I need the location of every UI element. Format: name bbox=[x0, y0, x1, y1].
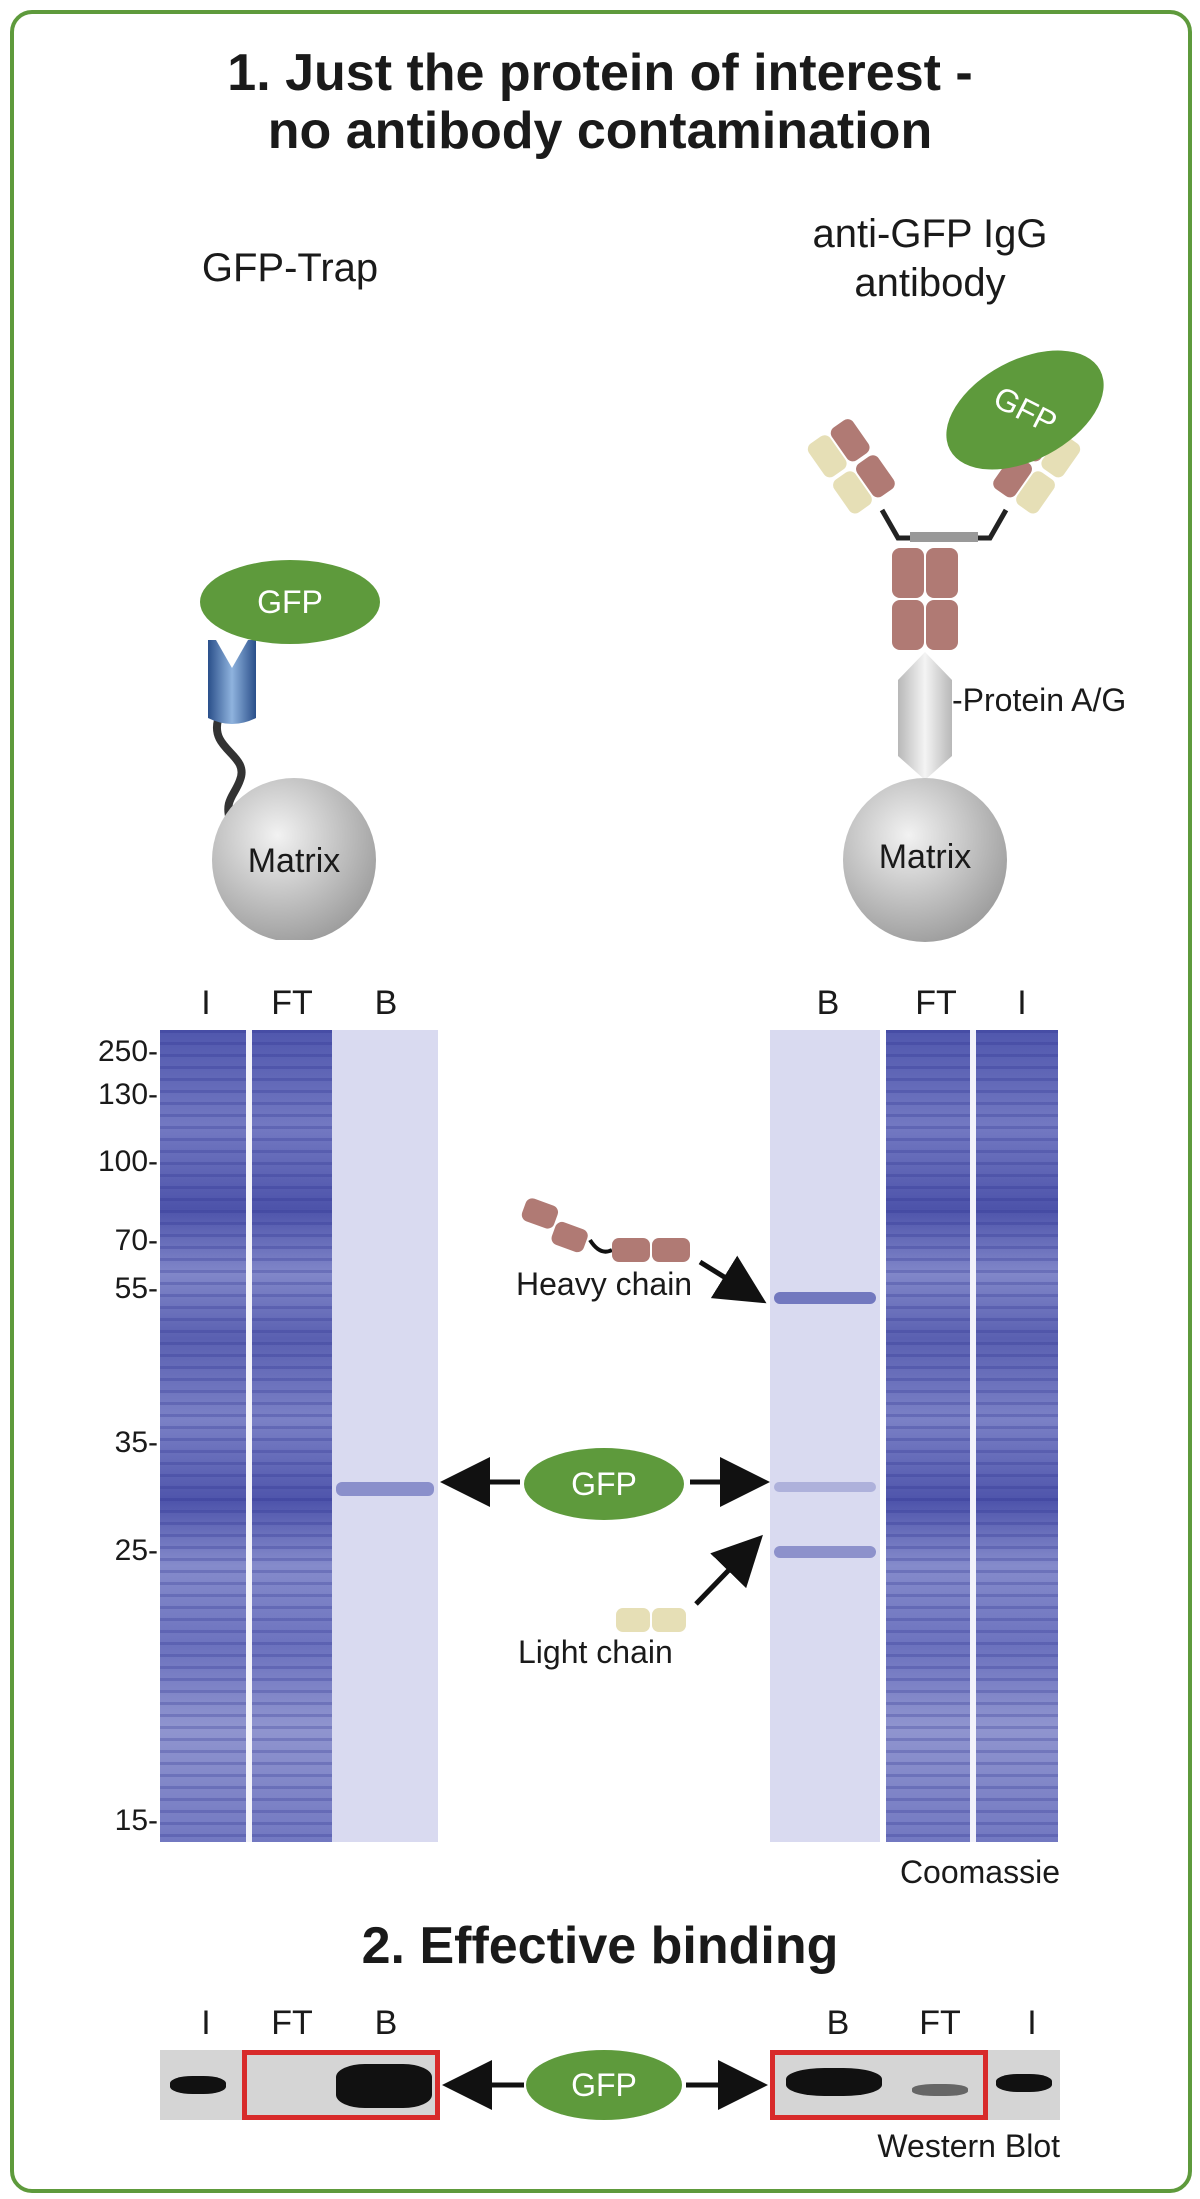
light-chain-icon bbox=[616, 1608, 650, 1632]
blot-right-lane-label: FT bbox=[919, 2004, 961, 2042]
section1-title-line2: no antibody contamination bbox=[267, 102, 933, 161]
fc-domain bbox=[892, 548, 924, 598]
gel-left-lane-flowthrough bbox=[252, 1030, 332, 1842]
heavy-chain-icon bbox=[521, 1198, 588, 1253]
blot-right-lane-label: B bbox=[826, 2004, 850, 2042]
gel-right-lane-label: FT bbox=[915, 984, 957, 1022]
heavy-chain-domain bbox=[856, 455, 895, 498]
gel-lane-gap bbox=[246, 1030, 252, 1842]
matrix-label-right: Matrix bbox=[878, 838, 972, 876]
protein-ag-label: -Protein A/G bbox=[952, 682, 1127, 718]
blot-left-input-band bbox=[170, 2076, 226, 2094]
mw-marker: 15- bbox=[114, 1804, 158, 1837]
heavy-chain-domain bbox=[652, 1238, 690, 1262]
light-chain-domain bbox=[1016, 471, 1055, 514]
light-chain-domain bbox=[1041, 435, 1081, 478]
mw-marker: 130- bbox=[97, 1078, 158, 1111]
gel-right-lane-flowthrough bbox=[886, 1030, 970, 1842]
fab-arm-left bbox=[807, 419, 895, 514]
blot-right-input-band bbox=[996, 2074, 1052, 2092]
blot-right-flowthrough-band bbox=[912, 2084, 968, 2096]
mw-marker: 250- bbox=[97, 1035, 158, 1068]
western-blot-label: Western Blot bbox=[877, 2128, 1060, 2164]
gfp-trap-schematic bbox=[208, 640, 376, 940]
protein-ag-shape bbox=[898, 652, 952, 780]
gel-right-lane-input bbox=[976, 1030, 1058, 1842]
fc-domain bbox=[926, 600, 958, 650]
gel-right-heavy-chain-band bbox=[774, 1292, 876, 1304]
light-chain-domain bbox=[807, 435, 847, 478]
gel-annotation-arrows bbox=[440, 1198, 770, 1632]
arrow-to-heavy-chain bbox=[698, 1255, 767, 1304]
mw-marker: 70- bbox=[114, 1224, 158, 1257]
heavy-chain-domain bbox=[830, 419, 870, 462]
gel-right-gfp-band bbox=[774, 1482, 876, 1492]
fc-domain bbox=[892, 600, 924, 650]
gel-right-lane-label: B bbox=[816, 984, 840, 1022]
heavy-chain-domain bbox=[612, 1238, 650, 1262]
gfp-trap-heading: GFP-Trap bbox=[201, 246, 379, 290]
disulfide-bridge bbox=[910, 532, 978, 542]
antibody-heading-line1: anti-GFP IgG bbox=[812, 212, 1048, 256]
gel-right-lane-bound bbox=[770, 1030, 880, 1842]
matrix-bead-left bbox=[212, 778, 376, 940]
antibody-heading: anti-GFP IgG antibody bbox=[730, 210, 1130, 308]
section1-title-line1: 1. Just the protein of interest - bbox=[227, 44, 973, 102]
mw-marker: 55- bbox=[114, 1272, 158, 1305]
heavy-chain-label: Heavy chain bbox=[516, 1266, 693, 1302]
mw-marker: 35- bbox=[114, 1426, 158, 1459]
blot-left-lane-label: B bbox=[374, 2004, 398, 2042]
arrow-to-light-chain bbox=[694, 1534, 763, 1606]
matrix-label-left: Matrix bbox=[247, 842, 341, 880]
mw-marker: 100- bbox=[97, 1145, 158, 1178]
blot-left-highlight-box bbox=[242, 2050, 440, 2120]
section1-title: 1. Just the protein of interest - no ant… bbox=[0, 44, 1200, 160]
section2-title: 2. Effective binding bbox=[361, 1917, 839, 1975]
nanobody-shape bbox=[208, 640, 256, 724]
antibody-heading-line2: antibody bbox=[854, 260, 1006, 305]
blot-left-lane-label: I bbox=[201, 2004, 211, 2042]
gfp-ellipse-left: GFP bbox=[200, 560, 380, 644]
blot-right-bound-band bbox=[786, 2068, 882, 2096]
gel-left-lane-label: B bbox=[374, 984, 398, 1022]
blot-center-arrows bbox=[442, 2060, 768, 2110]
nanobody-pocket bbox=[216, 640, 248, 668]
gel-left-gfp-band bbox=[336, 1482, 434, 1496]
antibody-schematic bbox=[807, 419, 1081, 942]
light-chain-icon bbox=[652, 1608, 686, 1632]
blot-right-highlight-box bbox=[770, 2050, 988, 2120]
blot-left-lane-label: FT bbox=[271, 2004, 313, 2042]
coomassie-label: Coomassie bbox=[899, 1854, 1060, 1890]
gfp-label-right: GFP bbox=[987, 378, 1063, 441]
heavy-chain-domain bbox=[993, 455, 1032, 498]
gel-left-lane-label: FT bbox=[271, 984, 313, 1022]
blot-right-lane-label: I bbox=[1027, 2004, 1037, 2042]
light-chain-label: Light chain bbox=[518, 1634, 673, 1670]
gel-right-light-chain-band bbox=[774, 1546, 876, 1558]
matrix-bead-right bbox=[843, 778, 1007, 942]
gel-left-lane-bound bbox=[332, 1030, 438, 1842]
blot-center-gfp: GFP bbox=[526, 2050, 682, 2120]
gel-right-lane-label: I bbox=[1017, 984, 1027, 1022]
blot-left-bound-band bbox=[336, 2064, 432, 2108]
fc-domain bbox=[926, 548, 958, 598]
mw-marker: 25- bbox=[114, 1534, 158, 1567]
gel-center-gfp: GFP bbox=[524, 1448, 684, 1520]
linker-tether bbox=[212, 718, 246, 822]
gel-left-lane-input bbox=[160, 1030, 246, 1842]
gel-left-lane-label: I bbox=[201, 984, 211, 1022]
gel-lane-gap bbox=[970, 1030, 976, 1842]
light-chain-domain bbox=[833, 471, 872, 514]
